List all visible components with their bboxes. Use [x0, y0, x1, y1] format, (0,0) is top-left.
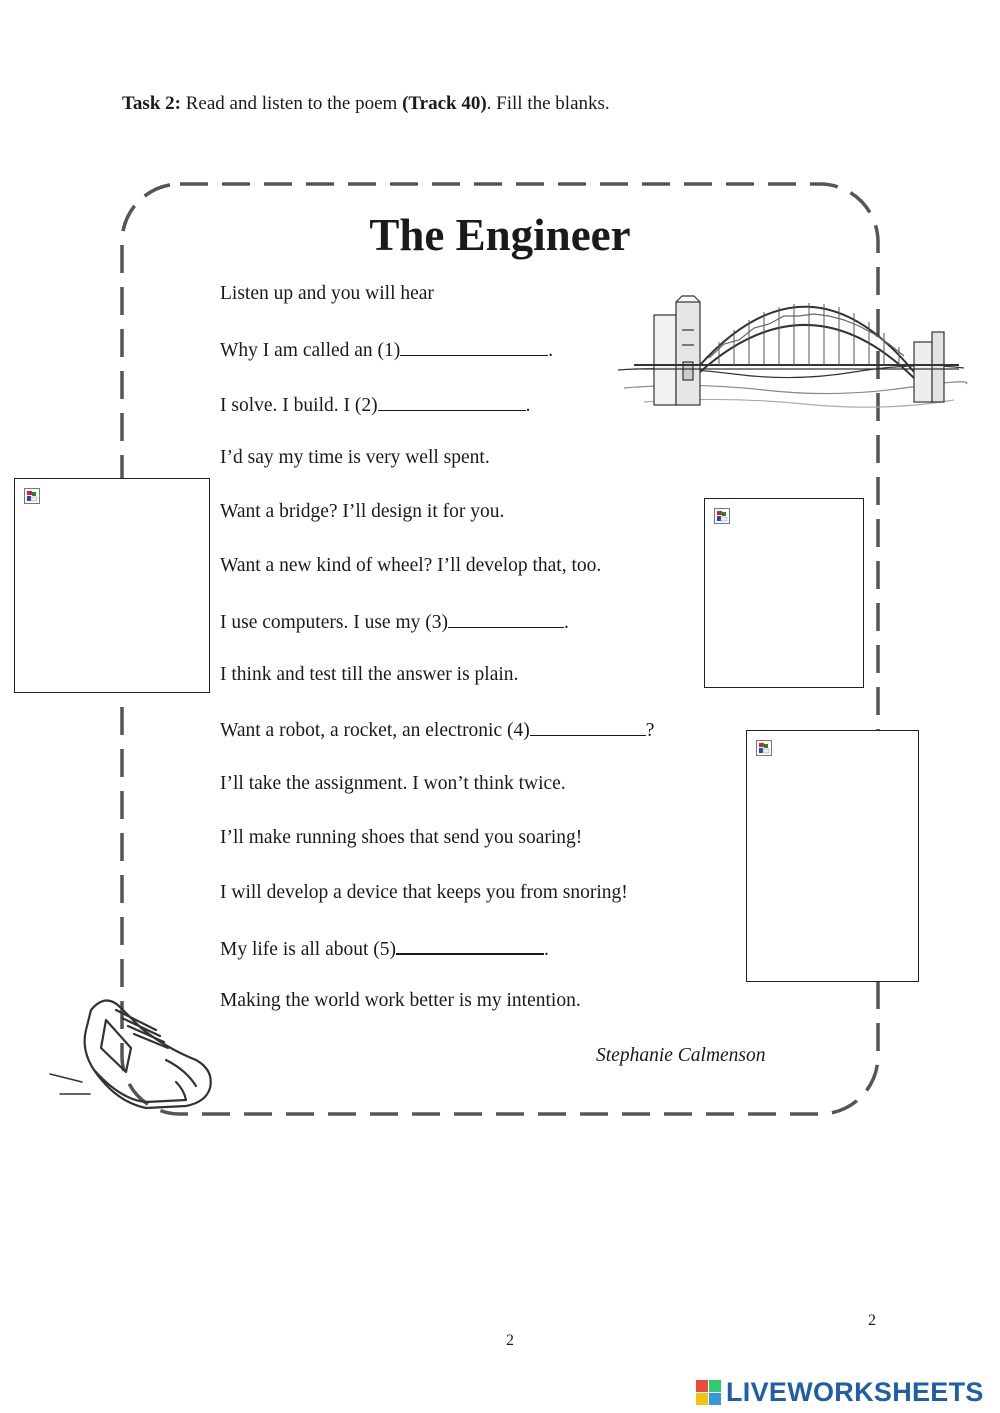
blank-5-input[interactable] [396, 934, 545, 955]
image-placeholder-right-bottom [746, 730, 919, 982]
poem-line-1: Listen up and you will hear [220, 283, 434, 304]
liveworksheets-logo-icon [696, 1380, 721, 1405]
track-label: (Track 40) [402, 93, 487, 114]
poem-line-2-text: Why I am called an (1) [220, 340, 401, 361]
task-label: Task 2: [122, 93, 181, 114]
poem-line-7-text: I use computers. I use my (3) [220, 612, 448, 633]
poem-line-10: I’ll take the assignment. I won’t think … [220, 773, 566, 794]
poem-line-3-end: . [525, 395, 531, 416]
task-instruction: Task 2: Read and listen to the poem (Tra… [122, 90, 610, 118]
blank-1-input[interactable] [400, 336, 549, 356]
poem-line-2: Why I am called an (1). [220, 336, 553, 364]
poem-line-13-text: My life is all about (5) [220, 939, 397, 960]
image-placeholder-right-top [704, 498, 864, 688]
blank-2-input[interactable] [377, 391, 526, 411]
blank-4-input[interactable] [529, 716, 646, 736]
poem-line-7: I use computers. I use my (3). [220, 608, 569, 636]
task-text-after: . Fill the blanks. [486, 93, 610, 114]
broken-image-icon [756, 740, 772, 756]
page-number: 2 [868, 1312, 876, 1329]
poem-line-2-end: . [548, 340, 554, 361]
poem-author: Stephanie Calmenson [596, 1045, 766, 1066]
poem-line-13: My life is all about (5). [220, 934, 549, 963]
liveworksheets-brand[interactable]: LIVEWORKSHEETS [696, 1374, 996, 1410]
poem-line-14: Making the world work better is my inten… [220, 990, 581, 1011]
broken-image-icon [714, 508, 730, 524]
broken-image-icon [24, 488, 40, 504]
bridge-illustration [617, 295, 968, 408]
brand-name: LIVEWORKSHEETS [726, 1377, 984, 1407]
page-number-center: 2 [506, 1332, 514, 1349]
poem-line-3: I solve. I build. I (2). [220, 391, 530, 419]
poem-line-4: I’d say my time is very well spent. [220, 447, 490, 468]
poem-title: The Engineer [369, 210, 631, 260]
poem-line-11: I’ll make running shoes that send you so… [220, 827, 583, 848]
poem-line-9: Want a robot, a rocket, an electronic (4… [220, 716, 654, 744]
poem-line-7-end: . [563, 612, 569, 633]
sneaker-illustration [49, 999, 212, 1110]
image-placeholder-left [14, 478, 210, 693]
poem-line-9-end: ? [645, 720, 655, 741]
poem-line-3-text: I solve. I build. I (2) [220, 395, 378, 416]
poem-line-9-text: Want a robot, a rocket, an electronic (4… [220, 720, 530, 741]
task-text-before: Read and listen to the poem [180, 93, 403, 114]
poem-line-13-end: . [544, 939, 549, 960]
poem-line-12: I will develop a device that keeps you f… [220, 882, 628, 903]
poem-line-8: I think and test till the answer is plai… [220, 664, 519, 685]
poem-line-6: Want a new kind of wheel? I’ll develop t… [220, 555, 602, 576]
poem-line-5: Want a bridge? I’ll design it for you. [220, 501, 505, 522]
blank-3-input[interactable] [447, 608, 564, 628]
